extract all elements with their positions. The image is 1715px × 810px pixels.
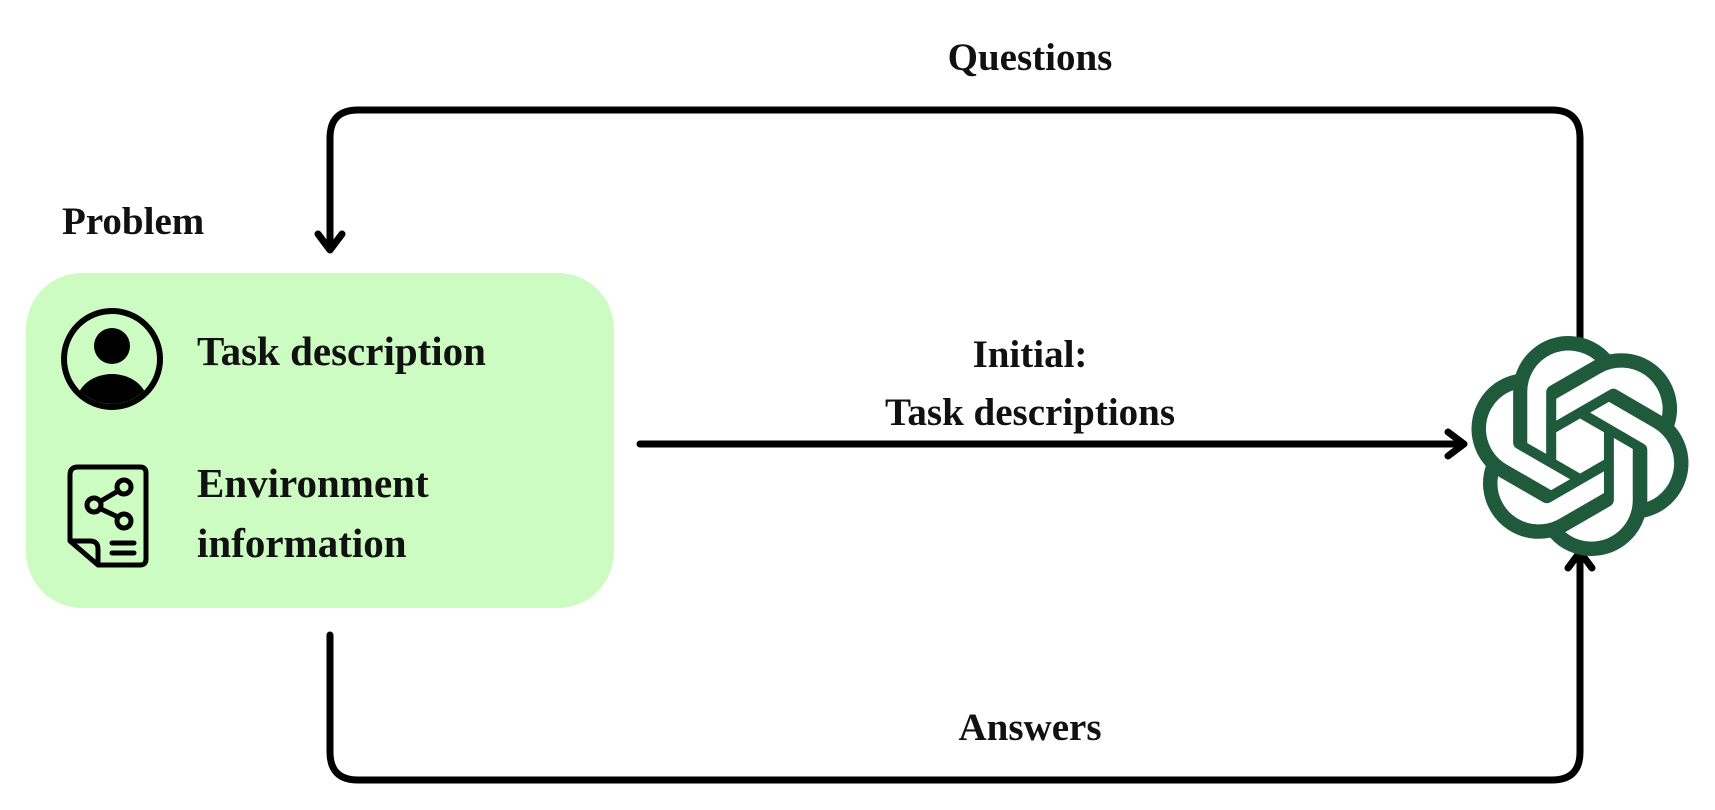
initial-label-line1: Initial: <box>972 333 1088 376</box>
problem-box: Task description Environment information <box>26 273 614 608</box>
environment-line2: information <box>197 520 407 566</box>
initial-label: Initial: Task descriptions <box>885 326 1175 442</box>
problem-label: Problem <box>62 200 205 243</box>
document-share-icon <box>64 461 154 576</box>
openai-logo-icon <box>1464 336 1696 561</box>
answers-label: Answers <box>958 706 1102 749</box>
questions-label: Questions <box>947 36 1113 79</box>
task-description-text: Task description <box>197 328 486 374</box>
environment-line1: Environment <box>197 460 429 506</box>
answers-arrow-line <box>326 552 1584 784</box>
questions-arrow-line <box>326 106 1584 342</box>
initial-arrowhead <box>1444 428 1468 460</box>
initial-label-line2: Task descriptions <box>884 391 1176 434</box>
environment-information-text: Environment information <box>197 453 429 573</box>
user-circle-icon <box>59 306 165 417</box>
questions-arrowhead <box>314 230 346 254</box>
